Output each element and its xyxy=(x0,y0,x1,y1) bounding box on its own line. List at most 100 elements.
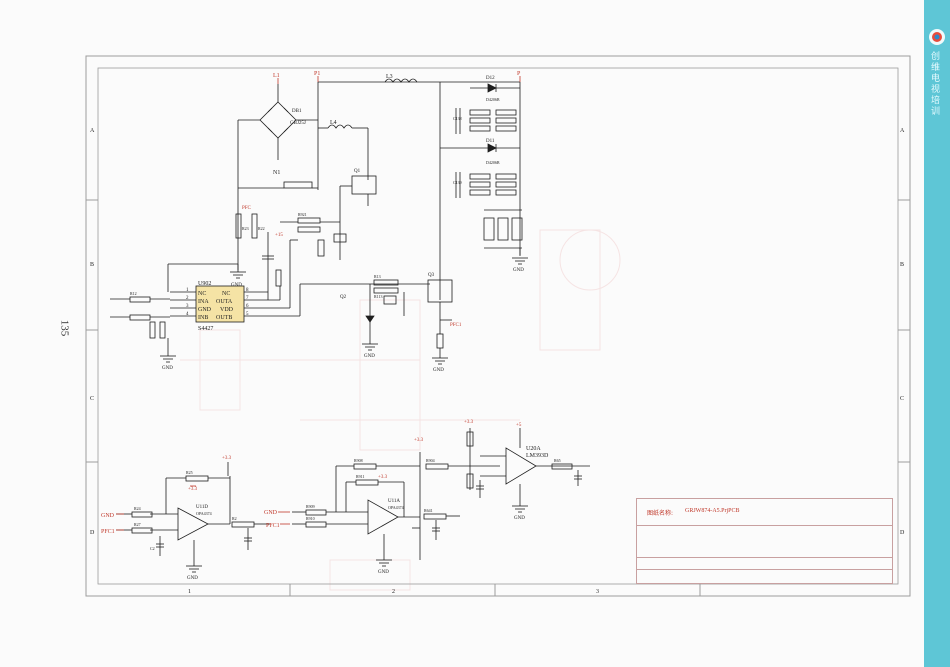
net-3v3-a: +3.3 xyxy=(222,456,232,461)
side-banner-text: 创维电视培训 xyxy=(931,52,941,117)
net-p: P xyxy=(517,71,521,77)
part-u11a: U11A xyxy=(388,499,400,504)
row-label-d-left: D xyxy=(90,530,95,536)
part-r22: R22 xyxy=(258,226,265,231)
part-u20a-value: LM393D xyxy=(526,453,549,459)
title-block: 图纸名称: GRJW874-A5.PrjPCB xyxy=(636,498,893,584)
net-3v3-d: +3.3 xyxy=(414,438,424,443)
part-r13: R13 xyxy=(374,274,381,279)
row-label-c-left: C xyxy=(90,396,94,402)
u902-pin-right-7: OUTA xyxy=(216,299,233,305)
part-r24: R24 xyxy=(134,506,141,511)
row-label-d-right: D xyxy=(900,530,905,536)
part-r910: R910 xyxy=(306,516,315,521)
part-c138: C138 xyxy=(453,116,462,121)
gnd-label-3: GND xyxy=(364,354,375,359)
outer-frame xyxy=(85,55,911,597)
part-r65: R65 xyxy=(554,458,561,463)
title-block-divider xyxy=(637,557,892,558)
part-r27: R27 xyxy=(134,522,141,527)
u902-pin-left-2: INA xyxy=(198,299,209,305)
part-u11d-value: OPA4374 xyxy=(196,511,212,516)
part-r911: R911 xyxy=(356,474,365,479)
net-gnd-input: GND xyxy=(101,513,115,519)
u902-pinnum-8: 8 xyxy=(246,288,249,293)
title-block-divider xyxy=(637,569,892,570)
net-gnd-input-2: GND xyxy=(264,510,278,516)
gnd-label-6: GND xyxy=(187,576,198,581)
title-block-divider xyxy=(637,525,892,526)
u902-pin-right-8: NC xyxy=(222,291,230,297)
u902-pin-left-3: GND xyxy=(198,307,212,313)
part-r641: R641 xyxy=(424,508,433,513)
part-d11-value: D4206B xyxy=(486,160,500,165)
u902-pin-left-1: NC xyxy=(198,291,206,297)
gnd-label-4: GND xyxy=(433,368,444,373)
row-label-a-left: A xyxy=(90,128,95,134)
part-d12: D12 xyxy=(486,76,495,81)
gnd-label-1: GND xyxy=(231,283,242,288)
part-c2: C2 xyxy=(150,546,155,551)
net-plus5: +5 xyxy=(516,423,522,428)
u902-pinnum-1: 1 xyxy=(186,288,189,293)
side-banner xyxy=(924,0,950,667)
row-label-a-right: A xyxy=(900,128,905,134)
part-db1-value: GBJ25J xyxy=(290,121,306,126)
title-block-label: 图纸名称: xyxy=(647,510,674,517)
net-3v3-e: +3.3 xyxy=(464,420,474,425)
u902-pinnum-2: 2 xyxy=(186,296,189,301)
title-block-value: GRJW874-A5.PrjPCB xyxy=(685,508,740,514)
col-label-2: 2 xyxy=(392,589,395,595)
gnd-label-2: GND xyxy=(162,366,173,371)
part-r12: R12 xyxy=(130,291,137,296)
part-r904: R904 xyxy=(426,458,435,463)
net-flags xyxy=(116,76,521,531)
row-label-b-right: B xyxy=(900,262,904,268)
part-l3: L3 xyxy=(386,74,393,80)
part-q3: Q3 xyxy=(428,273,435,278)
part-r909: R909 xyxy=(306,504,315,509)
gnd-label-8: GND xyxy=(514,516,525,521)
part-r23: R23 xyxy=(242,226,249,231)
gnd-label-7: GND xyxy=(378,570,389,575)
net-pfc1-driver: PFC1 xyxy=(450,323,462,328)
net-pfc1-input-2: PFC1 xyxy=(266,523,280,529)
logo-icon xyxy=(929,29,945,45)
gnd-label-5: GND xyxy=(513,268,524,273)
net-pfc1-input: PFC1 xyxy=(101,529,115,535)
part-d12-value: D4206B xyxy=(486,97,500,102)
part-db1: DB1 xyxy=(292,109,302,114)
part-u11a-value: OPA4374 xyxy=(388,505,404,510)
u902-pin-left-4: INB xyxy=(198,315,208,321)
u902-pinnum-4: 4 xyxy=(186,312,189,317)
part-u20a: U20A xyxy=(526,446,541,452)
part-u11d: U11D xyxy=(196,505,208,510)
u902-pinnum-5: 5 xyxy=(246,312,249,317)
part-r113: R113 xyxy=(374,294,383,299)
row-label-c-right: C xyxy=(900,396,904,402)
part-r25: R25 xyxy=(186,470,193,475)
net-plus15: +15 xyxy=(275,233,283,238)
part-l4: L4 xyxy=(330,120,337,126)
net-n1: N1 xyxy=(273,170,280,176)
part-q1: Q1 xyxy=(354,169,361,174)
u902-pin-right-6: VDD xyxy=(220,307,234,313)
part-r908: R908 xyxy=(354,458,363,463)
part-q2: Q2 xyxy=(340,295,347,300)
u902-pinnum-3: 3 xyxy=(186,304,189,309)
part-c139: C139 xyxy=(453,180,462,185)
u902-pin-right-5: OUTB xyxy=(216,315,232,321)
part-r2: R2 xyxy=(232,516,237,521)
part-u902: U902 xyxy=(198,281,211,287)
net-3v3-c: +3.3 xyxy=(378,475,388,480)
row-label-b-left: B xyxy=(90,262,94,268)
u902-pinnum-7: 7 xyxy=(246,296,249,301)
net-pfc: PFC xyxy=(242,206,252,211)
part-d11: D11 xyxy=(486,139,495,144)
net-3v3-b: +3.3 xyxy=(188,487,198,492)
watermark xyxy=(180,229,621,591)
col-label-3: 3 xyxy=(596,589,599,595)
net-p1: P1 xyxy=(314,71,320,77)
